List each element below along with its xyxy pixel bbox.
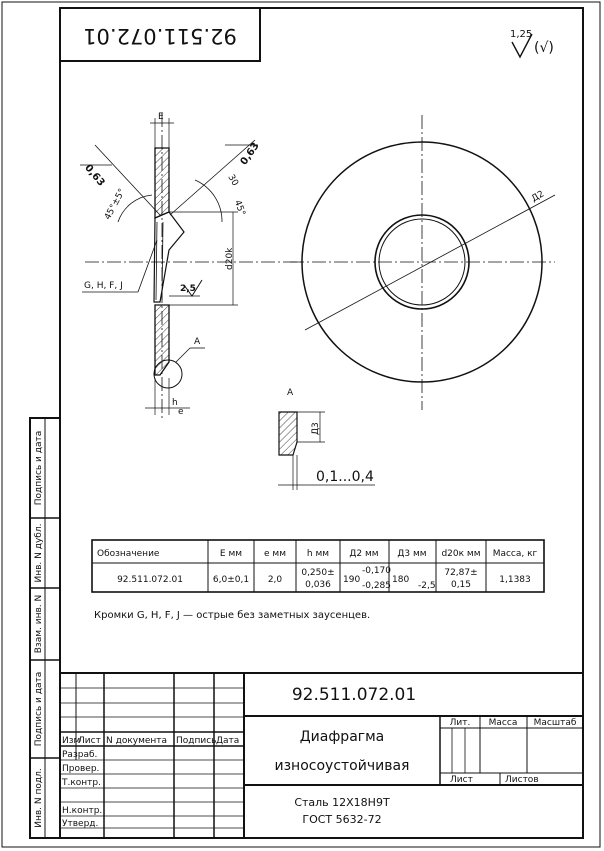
- stamp-box: 92.511.072.01: [59, 7, 261, 62]
- side-label-4: Подпись и дата: [34, 672, 44, 747]
- label-angle-right-b: 45°: [232, 199, 247, 217]
- label-d3: Д3: [311, 422, 321, 435]
- side-strip: Подпись и дата Инв. N дубл. Взам. инв. N…: [29, 417, 61, 839]
- header-d20k: d20к мм: [441, 549, 480, 559]
- label-chamfer-left: 0,63: [82, 163, 106, 189]
- cell-d2-tol-top: -0,170: [362, 566, 391, 576]
- outer-circle: [301, 141, 543, 383]
- tb-role-5: Н.контр.: [62, 806, 102, 816]
- tb-col-doc: N документа: [106, 736, 167, 746]
- tb-material-1: Сталь 12Х18Н9Т: [294, 796, 390, 809]
- cell-d20k-top: 72,87±: [444, 568, 477, 578]
- label-d20k: d20k: [225, 247, 235, 270]
- cell-d20k-bottom: 0,15: [451, 580, 471, 590]
- side-label-1: Подпись и дата: [34, 431, 44, 506]
- side-label-2: Инв. N дубл.: [34, 524, 44, 583]
- tb-role-6: Утверд.: [62, 819, 98, 829]
- tb-scale: Масштаб: [534, 718, 577, 728]
- label-d2: Д2: [530, 189, 546, 204]
- front-view: Д2: [290, 115, 556, 410]
- label-detail-title: A: [287, 388, 294, 398]
- label-e: e: [178, 407, 184, 417]
- label-angle-left: 45°±5°: [103, 187, 128, 221]
- tb-sheet: Лист: [450, 775, 473, 785]
- header-mass: Масса, кг: [493, 549, 538, 559]
- header-h: h мм: [307, 549, 329, 559]
- tb-role-1: Разраб.: [62, 750, 97, 760]
- tb-code: 92.511.072.01: [292, 685, 416, 705]
- cell-h-bottom: 0,036: [305, 580, 331, 590]
- header-E: E мм: [220, 549, 242, 559]
- inner-circle-2: [378, 218, 466, 306]
- roughness-symbol: 1,25 (√): [510, 29, 554, 59]
- cell-mass: 1,1383: [499, 575, 531, 585]
- inner-frame: [59, 7, 584, 839]
- roughness-suffix: (√): [534, 40, 554, 56]
- detail-view: A Д3 0,1...0,4: [278, 388, 375, 490]
- side-label-3: Взам. инв. N: [34, 595, 44, 653]
- section-lower: [154, 304, 170, 376]
- cell-h-top: 0,250±: [301, 568, 334, 578]
- tb-name-2: износоустойчивая: [275, 758, 410, 774]
- stamp-code: 92.511.072.01: [83, 24, 237, 48]
- inner-circle: [374, 214, 470, 310]
- label-E: E: [158, 112, 164, 122]
- tb-sheets: Листов: [505, 775, 539, 785]
- cell-designation: 92.511.072.01: [117, 575, 183, 585]
- tb-name-1: Диафрагма: [300, 729, 385, 745]
- detail-section: [278, 411, 298, 456]
- detail-circle: [153, 359, 183, 389]
- header-d3: Д3 мм: [397, 549, 426, 559]
- section-view: E 0,63 45°±5° 0,63 30 45° d20k G, H, F, …: [80, 112, 305, 420]
- label-h: h: [172, 398, 178, 408]
- tb-col-date: Дата: [216, 736, 239, 746]
- label-angle-right-a: 30: [225, 173, 240, 188]
- tb-col-izm: Изм: [62, 736, 80, 746]
- label-detail-ref: A: [194, 337, 201, 347]
- header-e: e мм: [264, 549, 286, 559]
- side-label-5: Инв. N подл.: [34, 768, 44, 827]
- cell-d2-main: 190: [343, 575, 360, 585]
- cell-d3-main: 180: [392, 575, 409, 585]
- tb-role-3: Т.контр.: [61, 778, 101, 788]
- tb-role-2: Провер.: [62, 764, 99, 774]
- header-d2: Д2 мм: [349, 549, 378, 559]
- header-designation: Обозначение: [97, 549, 160, 559]
- tb-material-2: ГОСТ 5632-72: [302, 813, 381, 826]
- section-upper: [154, 147, 170, 219]
- cell-E: 6,0±0,1: [213, 575, 249, 585]
- label-gap: 0,1...0,4: [316, 469, 374, 485]
- roughness-value: 1,25: [510, 29, 532, 40]
- note-text: Кромки G, H, F, J — острые без заметных …: [94, 610, 370, 621]
- tb-lit: Лит.: [450, 718, 471, 728]
- cell-d2-tol-bottom: -0,285: [362, 581, 391, 591]
- cell-e: 2,0: [268, 575, 283, 585]
- cell-d3-tol: -2,5: [418, 581, 436, 591]
- param-table: Обозначение E мм e мм h мм Д2 мм Д3 мм d…: [91, 539, 545, 593]
- d2-dimension-line: [304, 194, 556, 331]
- tb-col-sign: Подпись: [176, 736, 216, 746]
- title-block: Изм Лист N документа Подпись Дата Разраб…: [59, 672, 584, 839]
- label-rough-inner: 2,5: [180, 284, 196, 294]
- tb-mass: Масса: [489, 718, 518, 728]
- label-edges: G, H, F, J: [84, 281, 123, 291]
- tb-col-list: Лист: [78, 736, 101, 746]
